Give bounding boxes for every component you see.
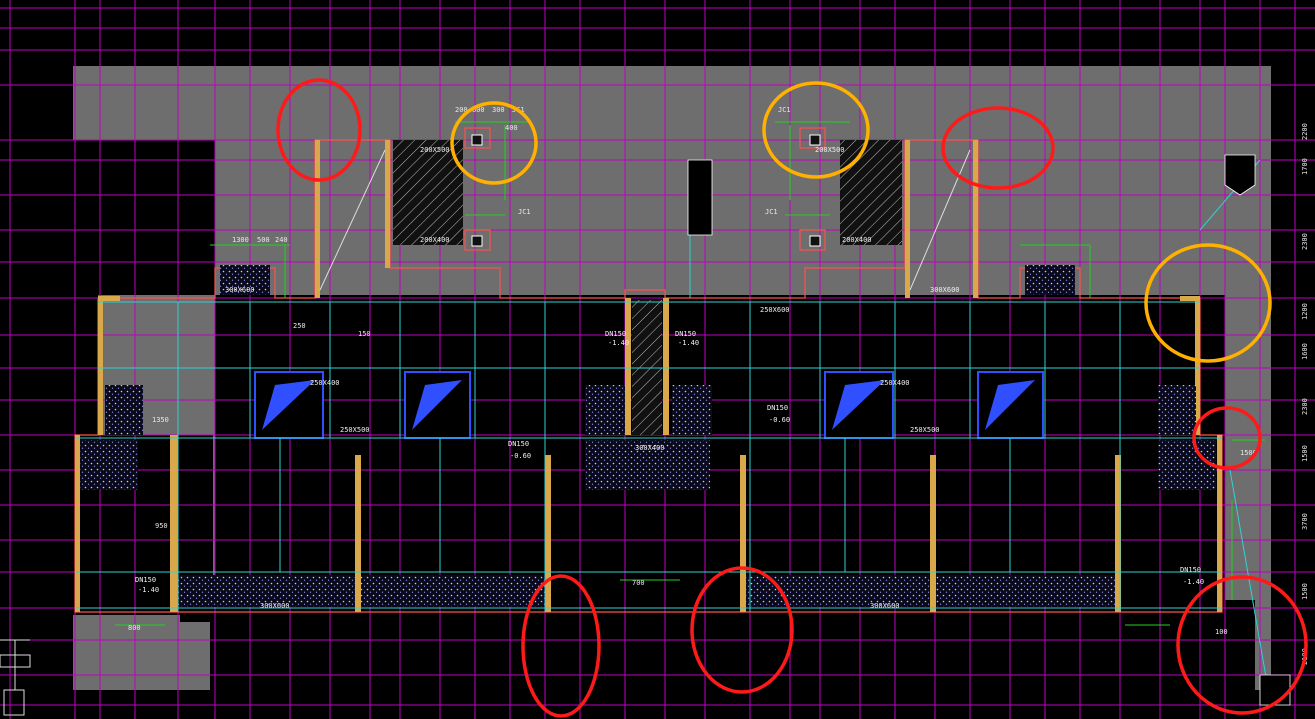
shaft-outlines <box>464 127 1291 706</box>
dim-label: 100 <box>1215 628 1228 636</box>
dim-label: 1300 <box>232 236 249 244</box>
dim-label: 600 <box>472 106 485 114</box>
drain-elevation: -1.40 <box>608 339 629 347</box>
beam-label: 250X500 <box>340 426 370 434</box>
red-annotation-circle[interactable] <box>941 106 1055 190</box>
drain-notes: DN150 -1.40 DN150 -1.40 DN150 -0.60 DN15… <box>135 330 1204 594</box>
beam-label: 250X600 <box>760 306 790 314</box>
right-dim-4: 1200 <box>1301 303 1309 320</box>
drain-elevation: -1.40 <box>138 586 159 594</box>
drain-elevation: -0.60 <box>510 452 531 460</box>
orange-annotation-circle[interactable] <box>1144 243 1272 363</box>
dim-label: 500 <box>257 236 270 244</box>
jc1-label: JC1 <box>778 106 791 114</box>
red-annotation-circle[interactable] <box>276 78 362 182</box>
right-dimension-column: 2200 1700 2300 1200 1600 2300 1500 3700 … <box>1301 123 1309 665</box>
review-annotations[interactable] <box>276 78 1308 718</box>
drain-elevation: -1.40 <box>678 339 699 347</box>
dotted-pits <box>80 265 1216 607</box>
drain-elevation: -0.60 <box>769 416 790 424</box>
dim-label: 800 <box>128 624 141 632</box>
beam-label: 300X400 <box>635 444 665 452</box>
dim-label: 950 <box>155 522 168 530</box>
right-dim-6: 2300 <box>1301 398 1309 415</box>
beam-label: 200X400 <box>842 236 872 244</box>
red-annotation-circle[interactable] <box>521 574 601 718</box>
dim-label: 240 <box>275 236 288 244</box>
right-dim-3: 2300 <box>1301 233 1309 250</box>
dim-label: 200 <box>455 106 468 114</box>
openings <box>254 371 1044 439</box>
right-dim-2: 1700 <box>1301 158 1309 175</box>
jc1-label: JC1 <box>518 208 531 216</box>
orange-annotation-circle[interactable] <box>450 101 538 185</box>
dimension-strokes <box>115 121 1265 626</box>
right-dim-1: 2200 <box>1301 123 1309 140</box>
dim-label: 250 <box>293 322 306 330</box>
jc1-label: JC1 <box>765 208 778 216</box>
dim-label: 1350 <box>152 416 169 424</box>
red-annotation-circle[interactable] <box>1176 575 1308 715</box>
drain-label: DN150 <box>675 330 696 338</box>
drain-label: DN150 <box>135 576 156 584</box>
red-annotation-circle[interactable] <box>690 566 794 694</box>
bottom-beam-label-a: 300X600 <box>260 602 290 610</box>
beam-label: 200X500 <box>420 146 450 154</box>
drain-label: DN150 <box>508 440 529 448</box>
beam-size-labels: 200X500 300X600 250X400 200X400 200X500 … <box>225 146 960 610</box>
orange-annotation-circle[interactable] <box>762 81 870 179</box>
beam-lines <box>75 159 1271 701</box>
beam-label: 250X500 <box>910 426 940 434</box>
beam-label: 300X600 <box>930 286 960 294</box>
dim-label: 150 <box>358 330 371 338</box>
right-dim-9: 1500 <box>1301 583 1309 600</box>
slab-area <box>73 66 1271 690</box>
dim-label: 400 <box>505 124 518 132</box>
dim-label: 300 <box>492 106 505 114</box>
beam-label: 250X400 <box>310 379 340 387</box>
dim-label: 1500 <box>1240 449 1257 457</box>
left-edge-marker <box>0 639 31 716</box>
right-dim-5: 1600 <box>1301 343 1309 360</box>
drain-label: DN150 <box>605 330 626 338</box>
beam-label: 250X400 <box>880 379 910 387</box>
drain-label: DN150 <box>767 404 788 412</box>
beam-label: 200X400 <box>420 236 450 244</box>
beam-label: 200X500 <box>815 146 845 154</box>
building-walls <box>74 139 1223 613</box>
dim-label: 700 <box>632 579 645 587</box>
bottom-beam-label-b: 300X600 <box>870 602 900 610</box>
drain-elevation: -1.40 <box>1183 578 1204 586</box>
beam-label: 300X600 <box>225 286 255 294</box>
red-annotation-circle[interactable] <box>1192 406 1262 470</box>
drain-label: DN150 <box>1180 566 1201 574</box>
right-dim-7: 1500 <box>1301 445 1309 462</box>
right-dim-8: 3700 <box>1301 513 1309 530</box>
